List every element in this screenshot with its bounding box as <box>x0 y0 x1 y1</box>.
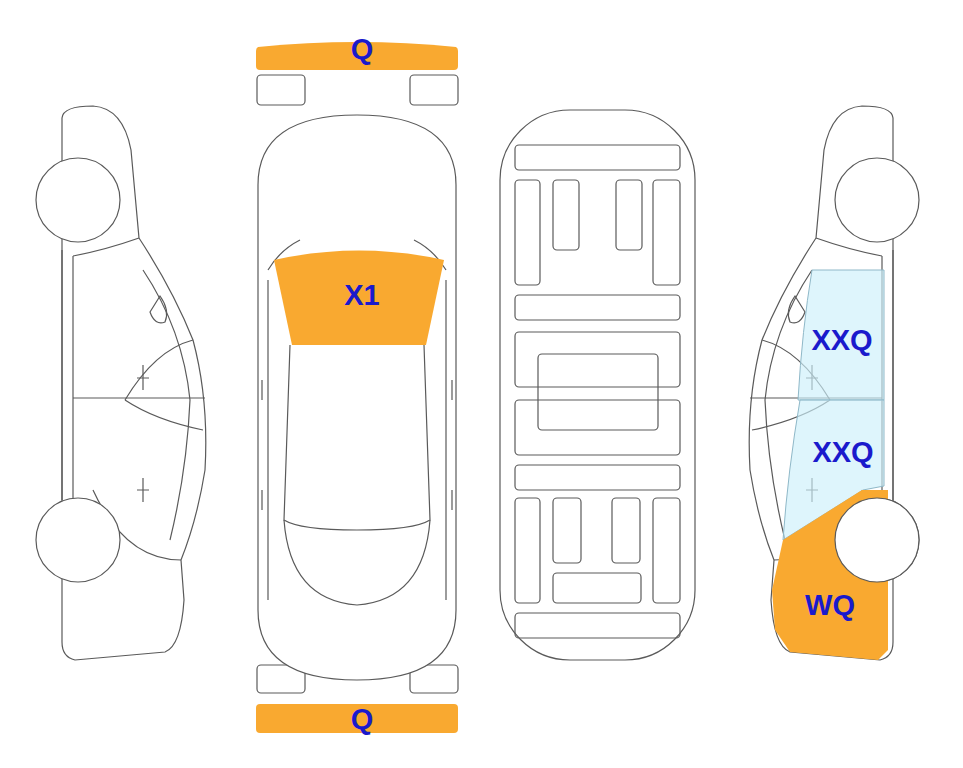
damage-code: X1 <box>344 281 379 310</box>
wheel <box>835 498 919 582</box>
area-shape <box>771 486 889 662</box>
damage-code: XXQ <box>811 326 872 355</box>
damage-code: XXQ <box>812 438 873 467</box>
damage-code: WQ <box>805 591 855 620</box>
damage-area: WQ <box>771 486 889 662</box>
top-view <box>257 75 458 693</box>
damage-code: Q <box>351 35 374 64</box>
area-fill <box>798 270 884 400</box>
damage-code: Q <box>351 705 374 734</box>
damage-area: Q <box>256 704 458 733</box>
area-fill <box>274 251 444 346</box>
bottom-view <box>500 110 695 660</box>
area-fill <box>256 704 458 733</box>
damage-area: Q <box>256 37 458 71</box>
side-view <box>749 106 919 660</box>
damage-area: XXQ <box>798 270 884 400</box>
damage-area: X1 <box>274 243 444 346</box>
